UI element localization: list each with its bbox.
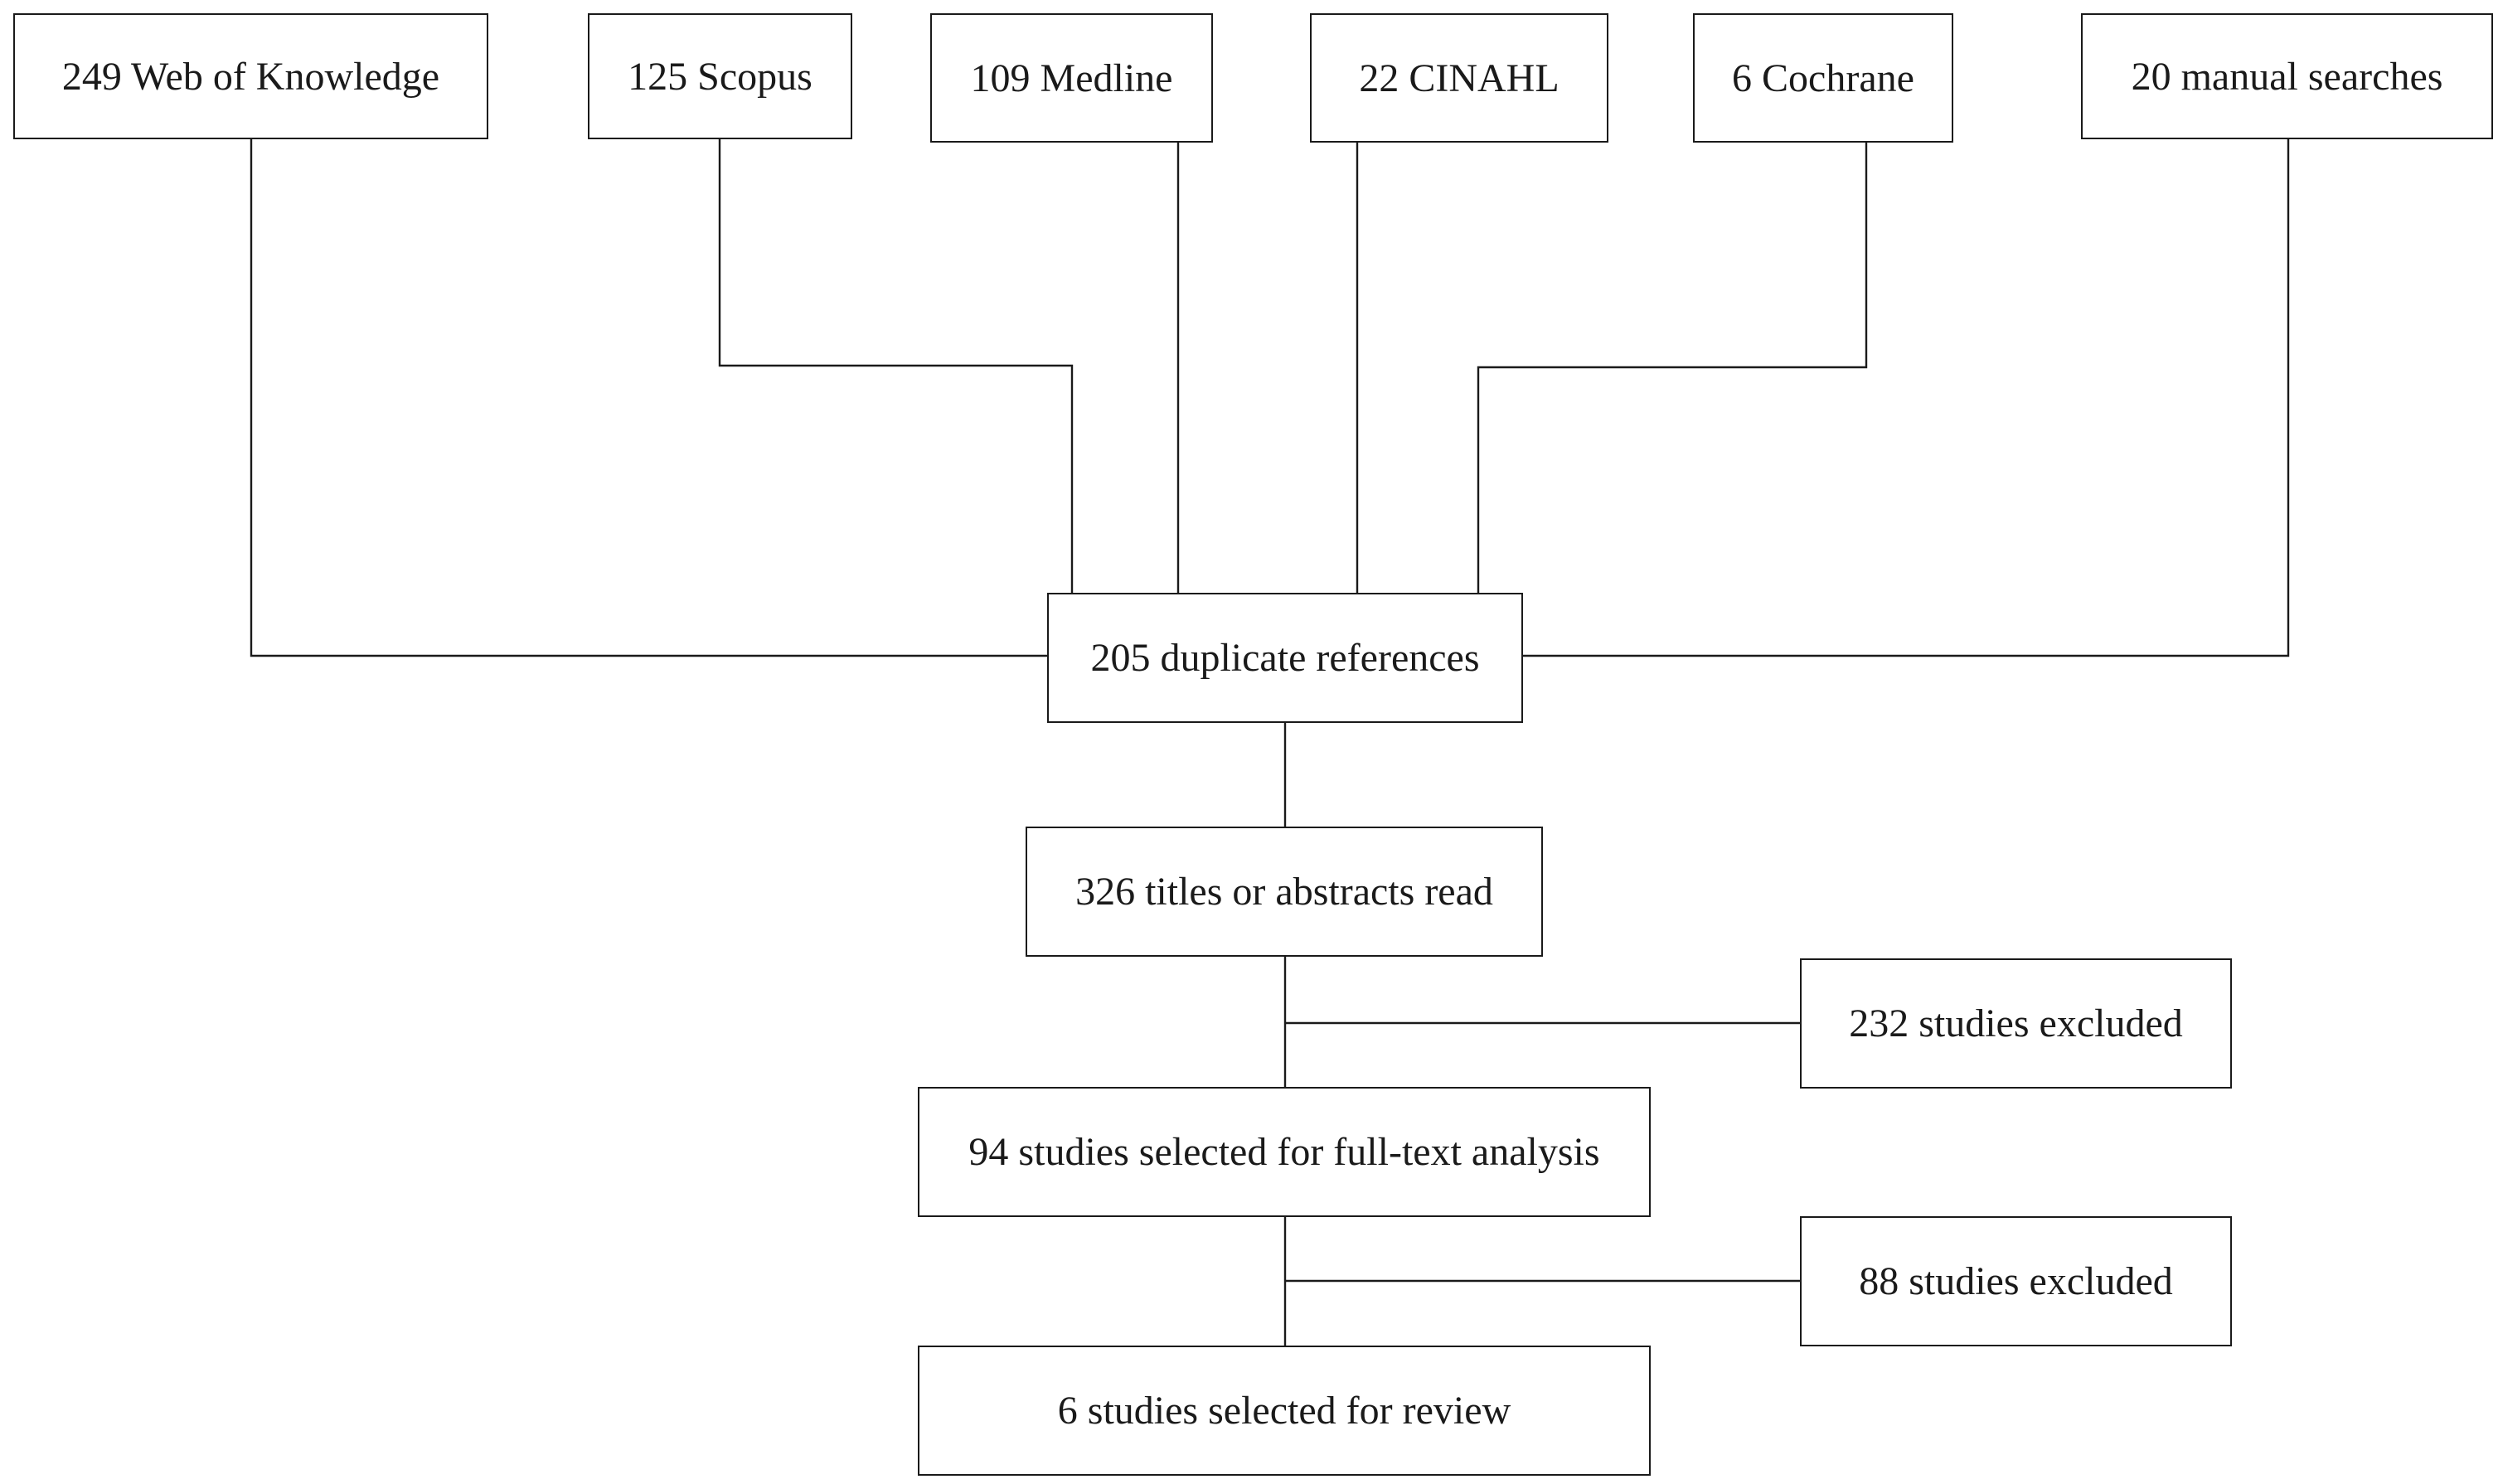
connector-web-of-knowledge: [250, 138, 1047, 657]
screened-box: 326 titles or abstracts read: [1026, 827, 1543, 957]
source-manual-searches: 20 manual searches: [2081, 13, 2493, 139]
source-medline: 109 Medline: [930, 13, 1213, 143]
connector-scopus: [718, 138, 1074, 593]
connector-manual: [1522, 138, 2290, 657]
source-cinahl: 22 CINAHL: [1310, 13, 1608, 143]
source-web-of-knowledge: 249 Web of Knowledge: [13, 13, 488, 139]
source-scopus: 125 Scopus: [588, 13, 852, 139]
duplicate-references-box: 205 duplicate references: [1047, 593, 1523, 723]
full-text-box: 94 studies selected for full-text analys…: [918, 1087, 1651, 1217]
excluded-screening-box: 232 studies excluded: [1800, 958, 2232, 1089]
included-box: 6 studies selected for review: [918, 1346, 1651, 1476]
connector-cochrane: [1477, 142, 1868, 593]
source-cochrane: 6 Cochrane: [1693, 13, 1953, 143]
excluded-full-text-box: 88 studies excluded: [1800, 1216, 2232, 1346]
